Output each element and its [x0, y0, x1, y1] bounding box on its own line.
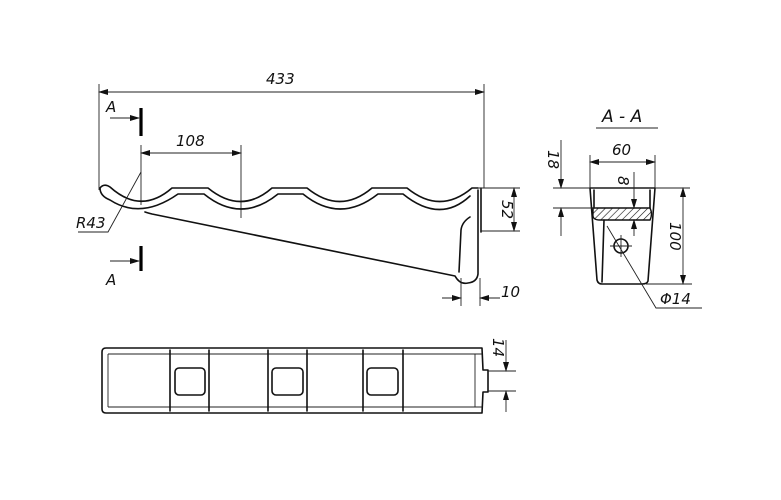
rib-1: [169, 349, 210, 412]
side-view: 433 A A 108 52 10 R43: [76, 70, 520, 306]
section-view: A - A 60 18 8 100 Φ14: [544, 107, 702, 309]
hole-leader: [606, 225, 702, 309]
dim-thickness: 8: [614, 176, 632, 186]
section-hatched-flange: [592, 207, 653, 221]
dim-hole-diameter: Φ14: [660, 290, 691, 308]
dim-section-width: 60: [612, 141, 631, 159]
dim-top-offset: 18: [544, 150, 562, 169]
section-mark-top: A: [105, 98, 116, 116]
bracket-top-profile: [99, 184, 479, 203]
dim-pitch: 108: [176, 132, 205, 150]
section-inner-edge: [601, 219, 605, 283]
section-rims: [593, 189, 651, 209]
bracket-web-edge: [144, 189, 479, 285]
plan-view: 14: [101, 338, 516, 414]
bracket-outer-profile: [99, 187, 471, 211]
dim-radius: R43: [76, 214, 106, 232]
section-mark-bottom: A: [105, 271, 116, 289]
radius-leader: [78, 171, 142, 233]
dim-height: 52: [498, 200, 516, 219]
dim-section-height: 100: [666, 222, 684, 251]
rib-3: [362, 349, 404, 412]
section-title: A - A: [601, 107, 642, 127]
bracket-leg-edge: [458, 216, 471, 273]
plan-outline: [101, 347, 489, 414]
dim-leg-width: 10: [501, 283, 520, 301]
section-body: [589, 187, 656, 285]
dim-overall-length: 433: [266, 70, 295, 88]
rib-2: [267, 349, 308, 412]
dim-notch-width: 14: [489, 338, 507, 357]
